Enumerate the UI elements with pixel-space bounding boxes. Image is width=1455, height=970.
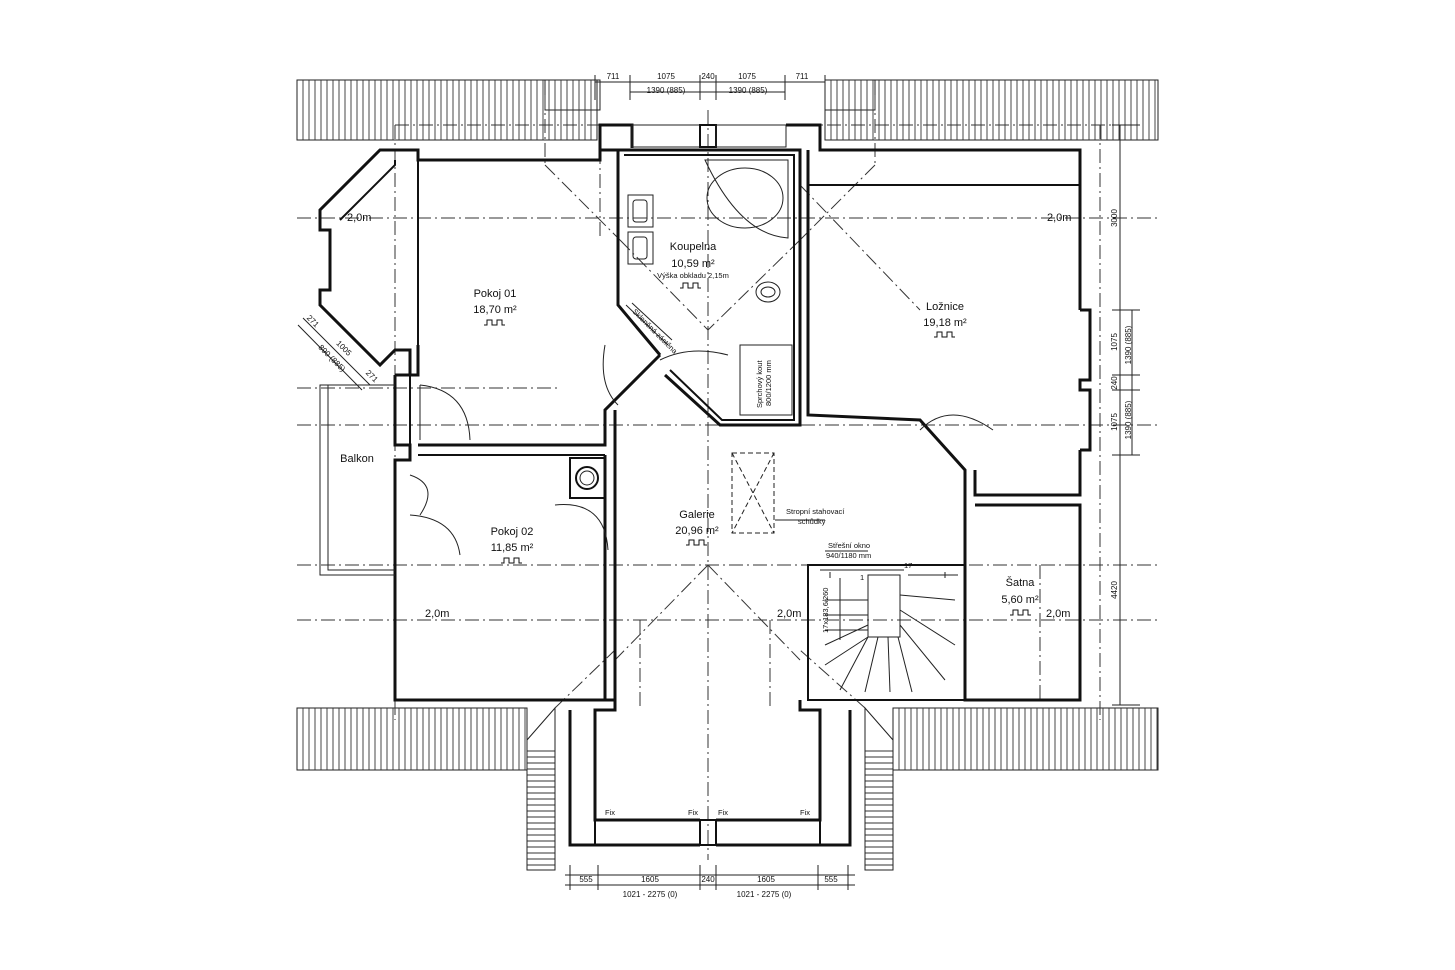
dimension-label: 1075 [657, 72, 675, 81]
room-name-pokoj02: Pokoj 02 [491, 526, 534, 538]
dimension-label: 4420 [1110, 581, 1119, 599]
room-area-pokoj02: 11,85 m² [491, 542, 534, 554]
dimension-label: 240 [701, 875, 715, 884]
room-name-balkon: Balkon [340, 453, 374, 465]
height-mark: 2,0m [1047, 212, 1071, 224]
room-area-pokoj01: 18,70 m² [473, 304, 517, 316]
dimension-label: 1605 [641, 875, 659, 884]
room-name-pokoj01: Pokoj 01 [474, 288, 517, 300]
dimension-label: 555 [579, 875, 593, 884]
dimension-label: 1390 (885) [729, 86, 768, 95]
room-name-loznice: Ložnice [926, 301, 964, 313]
fix-label: Fix [605, 808, 615, 817]
fix-label: Fix [800, 808, 810, 817]
dimension-label: 240 [701, 72, 715, 81]
dimension-label: 1390 (885) [1124, 400, 1133, 439]
dimension-label: 555 [824, 875, 838, 884]
dimension-label: 711 [607, 72, 620, 81]
room-area-koupelna: 10,59 m² [671, 258, 715, 270]
bathroom-fixtures [625, 159, 793, 416]
height-mark: 2,0m [777, 608, 801, 620]
dimension-label: 711 [796, 72, 809, 81]
dimension-label: 1390 (885) [1124, 325, 1133, 364]
axis-lines [297, 95, 1158, 860]
dimension-label: 240 [1110, 376, 1119, 390]
room-name-satna: Šatna [1006, 576, 1036, 589]
dimensions-top: 711 1075 240 1075 711 1390 (885) 1390 (8… [594, 72, 826, 100]
dimensions-right: 3000 1075 240 1075 4420 1390 (885) 1390 … [1110, 124, 1140, 706]
dimension-label: 271 [364, 368, 380, 384]
dimension-label: 1005 [334, 339, 353, 358]
height-marks: 2,0m 2,0m 2,0m 2,0m 2,0m [347, 212, 1071, 620]
doors [409, 344, 994, 556]
shower-note: 800/1200 mm [764, 360, 773, 406]
room-area-loznice: 19,18 m² [923, 317, 967, 329]
dormer-eaves [526, 706, 894, 871]
room-area-satna: 5,60 m² [1001, 594, 1039, 606]
stair-step-last: 17 [904, 561, 912, 570]
ladder-note: schůdky [798, 517, 826, 526]
room-note-koupelna: Výška obkladu 2,15m [657, 271, 729, 280]
stairs-size: 17x183,6/260 [821, 588, 830, 633]
room-area-galerie: 20,96 m² [675, 525, 719, 537]
height-mark: 2,0m [347, 212, 371, 224]
dimension-label: 1390 (885) [647, 86, 686, 95]
ladder-note: Stropní stahovací [786, 507, 845, 516]
attic-ladder [731, 452, 825, 534]
dimension-label: 1075 [1110, 413, 1119, 431]
dimension-label: 1605 [757, 875, 775, 884]
dimension-label: 1075 [738, 72, 756, 81]
room-labels: Pokoj 01 18,70 m² Koupelna 10,59 m² Výšk… [340, 241, 1039, 606]
roof-window-note: 940/1180 mm [826, 551, 871, 560]
dimension-label: 1021 - 2275 (0) [623, 890, 678, 899]
dimensions-bottom: 555 1605 240 1605 555 1021 - 2275 (0) 10… [565, 865, 855, 899]
room-name-koupelna: Koupelna [670, 241, 717, 253]
dimension-label: 1075 [1110, 333, 1119, 351]
floor-heating-symbols [484, 282, 1031, 616]
staircase [820, 569, 958, 693]
walls [318, 123, 1092, 847]
fix-label: Fix [688, 808, 698, 817]
dimension-label: 3000 [1110, 209, 1119, 227]
dimension-label: 1021 - 2275 (0) [737, 890, 792, 899]
height-mark: 2,0m [1046, 608, 1070, 620]
dimension-label: 271 [305, 313, 321, 329]
room-name-galerie: Galerie [679, 509, 714, 521]
roof-eaves [296, 79, 1159, 866]
height-mark: 2,0m [425, 608, 449, 620]
annotations: Stropní stahovací schůdky Střešní okno 9… [605, 307, 912, 817]
stair-step-first: 1 [860, 573, 864, 582]
fix-label: Fix [718, 808, 728, 817]
shower-note: Sprchový kout [755, 360, 764, 408]
roof-window-note: Střešní okno [828, 541, 870, 550]
